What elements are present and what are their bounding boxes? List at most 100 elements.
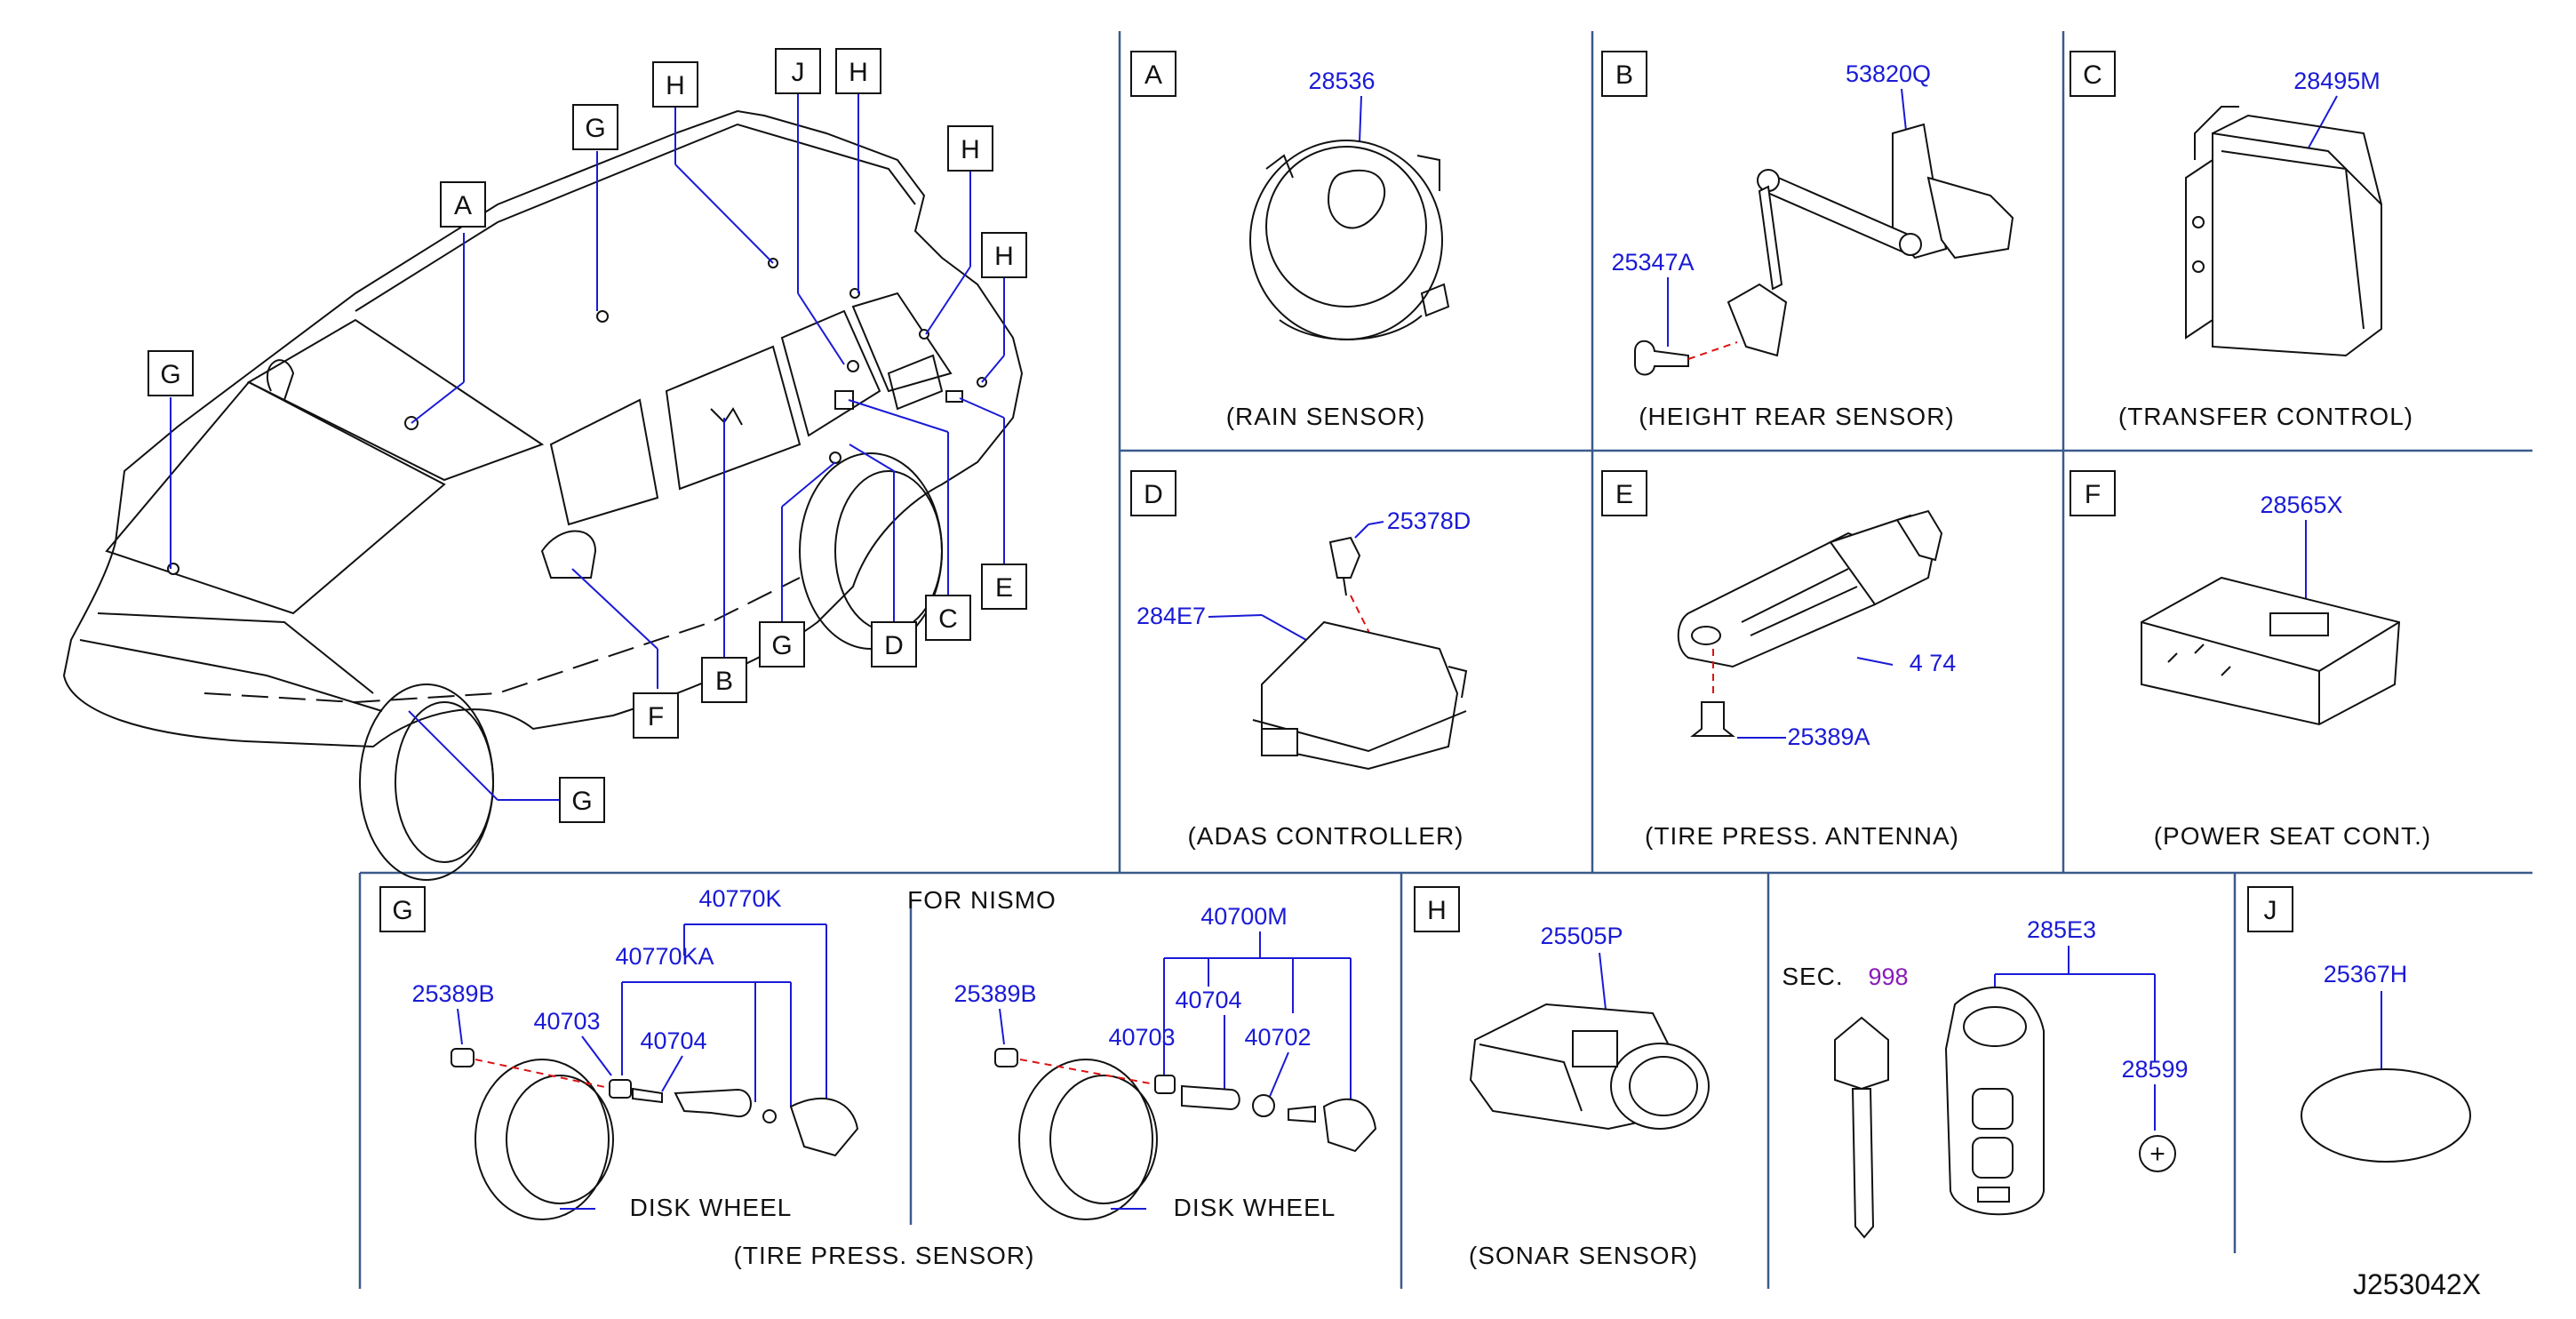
panel-f: F 28565X (POWER SEAT CONT.) <box>2070 470 2432 850</box>
panel-g: G 40770K 40770KA 25389B 40703 40704 DISK… <box>379 885 1377 1269</box>
part-25367H: 25367H <box>2324 961 2408 987</box>
key-drawing: + <box>1834 986 2176 1239</box>
caption-tire-press-sensor: (TIRE PRESS. SENSOR) <box>734 1242 1035 1269</box>
svg-text:D: D <box>884 631 904 660</box>
part-4-74: 4 74 <box>1910 650 1957 676</box>
part-53820Q: 53820Q <box>1846 60 1931 87</box>
svg-text:G: G <box>571 787 592 816</box>
svg-text:F: F <box>2085 480 2101 509</box>
overview-callouts: A G H J H H H G F B G D C E G <box>148 48 1027 823</box>
for-nismo-label: FOR NISMO <box>907 886 1057 914</box>
diagram-id: J253042X <box>2353 1268 2481 1300</box>
callout-j: J <box>775 48 821 94</box>
part-40704-right: 40704 <box>1175 987 1241 1013</box>
svg-text:+: + <box>2149 1139 2165 1169</box>
caption-height-rear-sensor: (HEIGHT REAR SENSOR) <box>1639 403 1955 430</box>
part-28599: 28599 <box>2121 1056 2188 1083</box>
panel-grid <box>358 31 2532 1289</box>
caption-adas-controller: (ADAS CONTROLLER) <box>1187 822 1463 850</box>
svg-text:D: D <box>1144 480 1163 509</box>
svg-text:H: H <box>961 135 980 164</box>
caption-transfer-control: (TRANSFER CONTROL) <box>2118 403 2413 430</box>
caption-power-seat-cont: (POWER SEAT CONT.) <box>2154 822 2432 850</box>
part-25378D: 25378D <box>1387 508 1471 534</box>
panel-a: A 28536 (RAIN SENSOR) <box>1130 51 1450 430</box>
part-25505P: 25505P <box>1540 923 1623 949</box>
svg-text:E: E <box>995 573 1013 603</box>
vehicle-overview <box>62 109 1024 881</box>
part-25389A: 25389A <box>1787 723 1870 750</box>
svg-text:H: H <box>849 58 868 87</box>
callout-g-roof: G <box>572 104 618 150</box>
panel-key: SEC. 998 285E3 28599 + <box>1782 916 2189 1239</box>
part-25347A: 25347A <box>1611 249 1694 276</box>
part-40770KA: 40770KA <box>615 943 714 970</box>
overview-leaders <box>170 93 1005 801</box>
rain-sensor-drawing <box>1249 140 1450 340</box>
svg-text:H: H <box>994 242 1014 271</box>
callout-e: E <box>981 564 1027 610</box>
disk-wheel-left: DISK WHEEL <box>630 1194 793 1221</box>
panel-j: J 25367H <box>2247 886 2471 1163</box>
part-28536: 28536 <box>1308 68 1375 94</box>
svg-text:B: B <box>715 667 733 696</box>
callout-h-1: H <box>652 61 698 108</box>
callout-f: F <box>633 692 679 739</box>
part-285E3: 285E3 <box>2027 916 2096 943</box>
tire-sensor-right-drawing <box>994 1048 1377 1220</box>
svg-text:G: G <box>392 896 412 925</box>
callout-b: B <box>701 657 747 703</box>
part-25389B-left: 25389B <box>411 980 494 1007</box>
sonar-sensor-drawing <box>1469 1003 1710 1131</box>
part-25389B-right: 25389B <box>953 980 1036 1007</box>
callout-c: C <box>925 595 971 641</box>
part-40700M: 40700M <box>1200 903 1288 930</box>
callout-h-3: H <box>947 125 993 172</box>
part-40702-right: 40702 <box>1244 1024 1311 1051</box>
sec-label: SEC. <box>1782 963 1843 990</box>
adas-controller-drawing <box>1252 536 1468 771</box>
part-40703-left: 40703 <box>533 1008 600 1035</box>
svg-text:B: B <box>1615 60 1633 90</box>
part-40703-right: 40703 <box>1108 1024 1175 1051</box>
svg-text:F: F <box>648 702 664 731</box>
panel-d: D 25378D 284E7 (ADAS CONTROLLER) <box>1130 470 1471 850</box>
tire-sensor-left-drawing <box>451 1048 859 1220</box>
svg-text:J: J <box>792 58 805 87</box>
callout-g-front-wheel: G <box>559 777 605 823</box>
height-sensor-drawing <box>1634 123 2014 376</box>
svg-text:J: J <box>2264 896 2277 925</box>
sticker-drawing <box>2301 1068 2471 1163</box>
tire-antenna-drawing <box>1677 509 1943 737</box>
svg-text:C: C <box>2083 60 2102 90</box>
power-seat-control-drawing <box>2141 576 2401 726</box>
part-28495M: 28495M <box>2293 68 2381 94</box>
callout-h-4: H <box>981 232 1027 278</box>
svg-text:A: A <box>1144 60 1162 90</box>
svg-text:G: G <box>160 360 180 389</box>
callout-g-front: G <box>148 350 194 396</box>
svg-text:C: C <box>938 604 958 634</box>
svg-text:G: G <box>585 114 605 143</box>
svg-text:A: A <box>454 191 472 220</box>
caption-rain-sensor: (RAIN SENSOR) <box>1226 403 1426 430</box>
panel-a-label <box>1130 51 1176 97</box>
part-28565X: 28565X <box>2260 492 2342 518</box>
part-284E7: 284E7 <box>1136 603 1206 629</box>
callout-g-wheel: G <box>759 621 805 667</box>
svg-text:H: H <box>1427 896 1447 925</box>
disk-wheel-right: DISK WHEEL <box>1174 1194 1336 1221</box>
panel-b: B 53820Q 25347A (HEIGHT REAR SENSOR) <box>1601 51 2014 430</box>
callout-h-2: H <box>835 48 881 94</box>
sec-number: 998 <box>1868 963 1908 990</box>
part-40770K: 40770K <box>698 885 781 912</box>
part-40704-left: 40704 <box>640 1027 706 1054</box>
panel-e: E 4 74 25389A (TIRE PRESS. ANTENNA) <box>1601 470 1959 850</box>
svg-text:G: G <box>771 631 792 660</box>
caption-tire-press-antenna: (TIRE PRESS. ANTENNA) <box>1645 822 1959 850</box>
panel-c: C 28495M (TRANSFER CONTROL) <box>2070 51 2413 430</box>
callout-d: D <box>871 621 917 667</box>
svg-text:H: H <box>666 71 685 100</box>
svg-text:E: E <box>1615 480 1633 509</box>
